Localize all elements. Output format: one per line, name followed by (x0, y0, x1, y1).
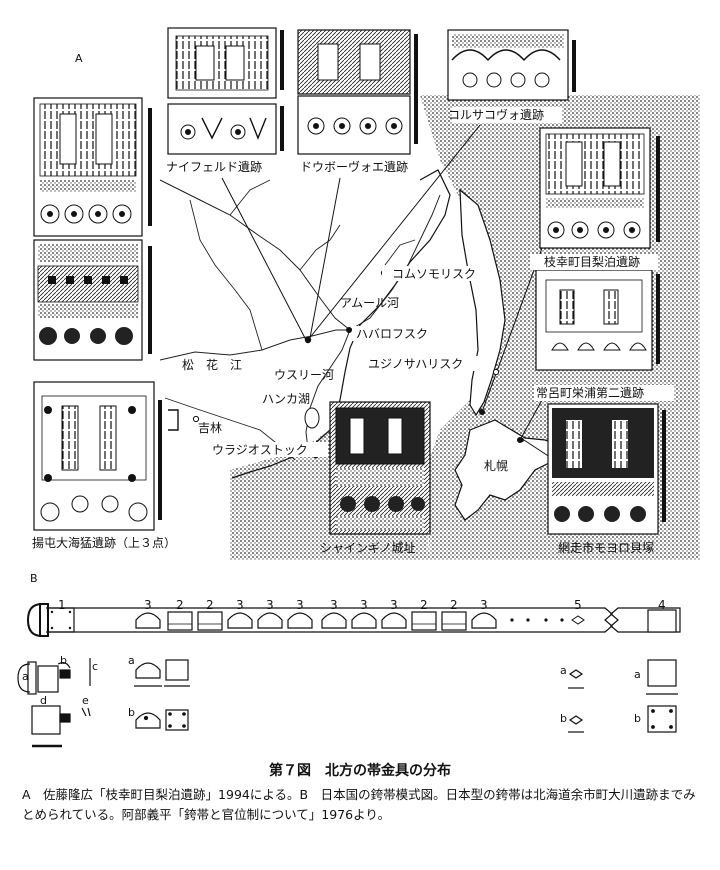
label-yuzhno: ユジノサハリスク (368, 357, 464, 371)
part-letter: d (40, 694, 47, 707)
parts-left (17, 658, 91, 748)
sakhalin-island (459, 188, 506, 417)
part-letter: a (22, 670, 29, 683)
section-b-label: B (30, 572, 38, 585)
label-shaiginskoe: シャインギノ城址 (320, 541, 416, 555)
part-letter: c (92, 660, 99, 673)
belt-number: 1 (58, 598, 66, 612)
part-letter: a (560, 664, 567, 677)
ussuri-river (305, 329, 351, 451)
label-komsomolsk: コムソモリスク (392, 267, 477, 281)
label-korsakovo: コルサコヴォ遺跡 (448, 108, 545, 122)
parts-mid (134, 659, 190, 731)
artifact-left-3 (33, 381, 179, 531)
songhua-river (159, 329, 350, 361)
belt-number: 5 (574, 598, 582, 612)
label-songhua: 松 花 江 (182, 358, 243, 372)
artifact-left-1 (33, 97, 152, 237)
part-letter: b (128, 706, 135, 719)
river-branch-1 (189, 199, 263, 351)
artifact-dubovoe (297, 29, 418, 155)
artifact-shaiginskoe (329, 401, 431, 535)
belt-number: 3 (330, 598, 338, 612)
figure-caption: 第７図 北方の帯金具の分布 (269, 763, 451, 779)
part-letter: b (634, 712, 641, 725)
river-branch-5 (384, 239, 416, 266)
artifact-right-1 (539, 127, 660, 249)
label-khanka: ハンカ湖 (262, 392, 311, 406)
part-letter: a (634, 668, 641, 681)
belt-number: 3 (480, 598, 488, 612)
label-yangtun: 揚屯大海猛遺跡（上３点） (32, 536, 177, 550)
khanka-lake (304, 407, 320, 429)
part-letter: b (560, 712, 567, 725)
artifact-korsakovo (447, 29, 576, 101)
parts-r4 (646, 659, 678, 733)
belt-figure (17, 603, 681, 748)
belt-number: 2 (420, 598, 428, 612)
label-edakoumachi: 枝幸町目梨泊遺跡 (544, 255, 641, 269)
amur-river (159, 179, 441, 331)
label-sapporo: 札幌 (484, 459, 509, 473)
parts-r5 (568, 669, 584, 733)
belt-number: 3 (390, 598, 398, 612)
belt-number: 3 (144, 598, 152, 612)
belt-number: 2 (176, 598, 184, 612)
label-ussuri: ウスリー河 (274, 368, 335, 382)
river-branch-4 (299, 224, 341, 271)
label-amur: アムール河 (340, 296, 400, 310)
belt-number: 4 (658, 598, 666, 612)
map-figure (33, 27, 700, 560)
part-letter: e (82, 694, 89, 707)
label-naifeld: ナイフェルド遺跡 (166, 160, 263, 174)
artifact-naifeld (167, 27, 284, 155)
part-letter: a (128, 654, 135, 667)
belt-strap (46, 607, 681, 633)
belt-number: 3 (360, 598, 368, 612)
artifact-abashiri (547, 403, 666, 535)
label-jilin: 吉林 (198, 421, 223, 435)
belt-buckle (26, 603, 49, 637)
belt-number: 3 (296, 598, 304, 612)
label-tokoro: 常呂町栄浦第二遺跡 (536, 386, 645, 400)
part-letter: b (60, 654, 67, 667)
belt-number: 3 (266, 598, 274, 612)
label-abashiri: 網走市モヨロ貝塚 (558, 541, 655, 555)
figure-description: A 佐藤隆広「枝幸町目梨泊遺跡」1994による。B 日本国の銙帯模式図。日本型の… (22, 787, 696, 822)
artifact-right-2 (535, 269, 660, 371)
label-khabarovsk: ハバロフスク (356, 327, 429, 341)
label-vladivostok: ウラジオストック (212, 443, 308, 457)
river-branch-3 (229, 179, 271, 216)
belt-number: 3 (236, 598, 244, 612)
belt-number: 2 (450, 598, 458, 612)
label-dubovoe: ドウボーヴォエ遺跡 (300, 160, 409, 174)
artifact-left-2 (33, 239, 152, 361)
belt-number: 2 (206, 598, 214, 612)
section-a-label: A (75, 52, 83, 65)
